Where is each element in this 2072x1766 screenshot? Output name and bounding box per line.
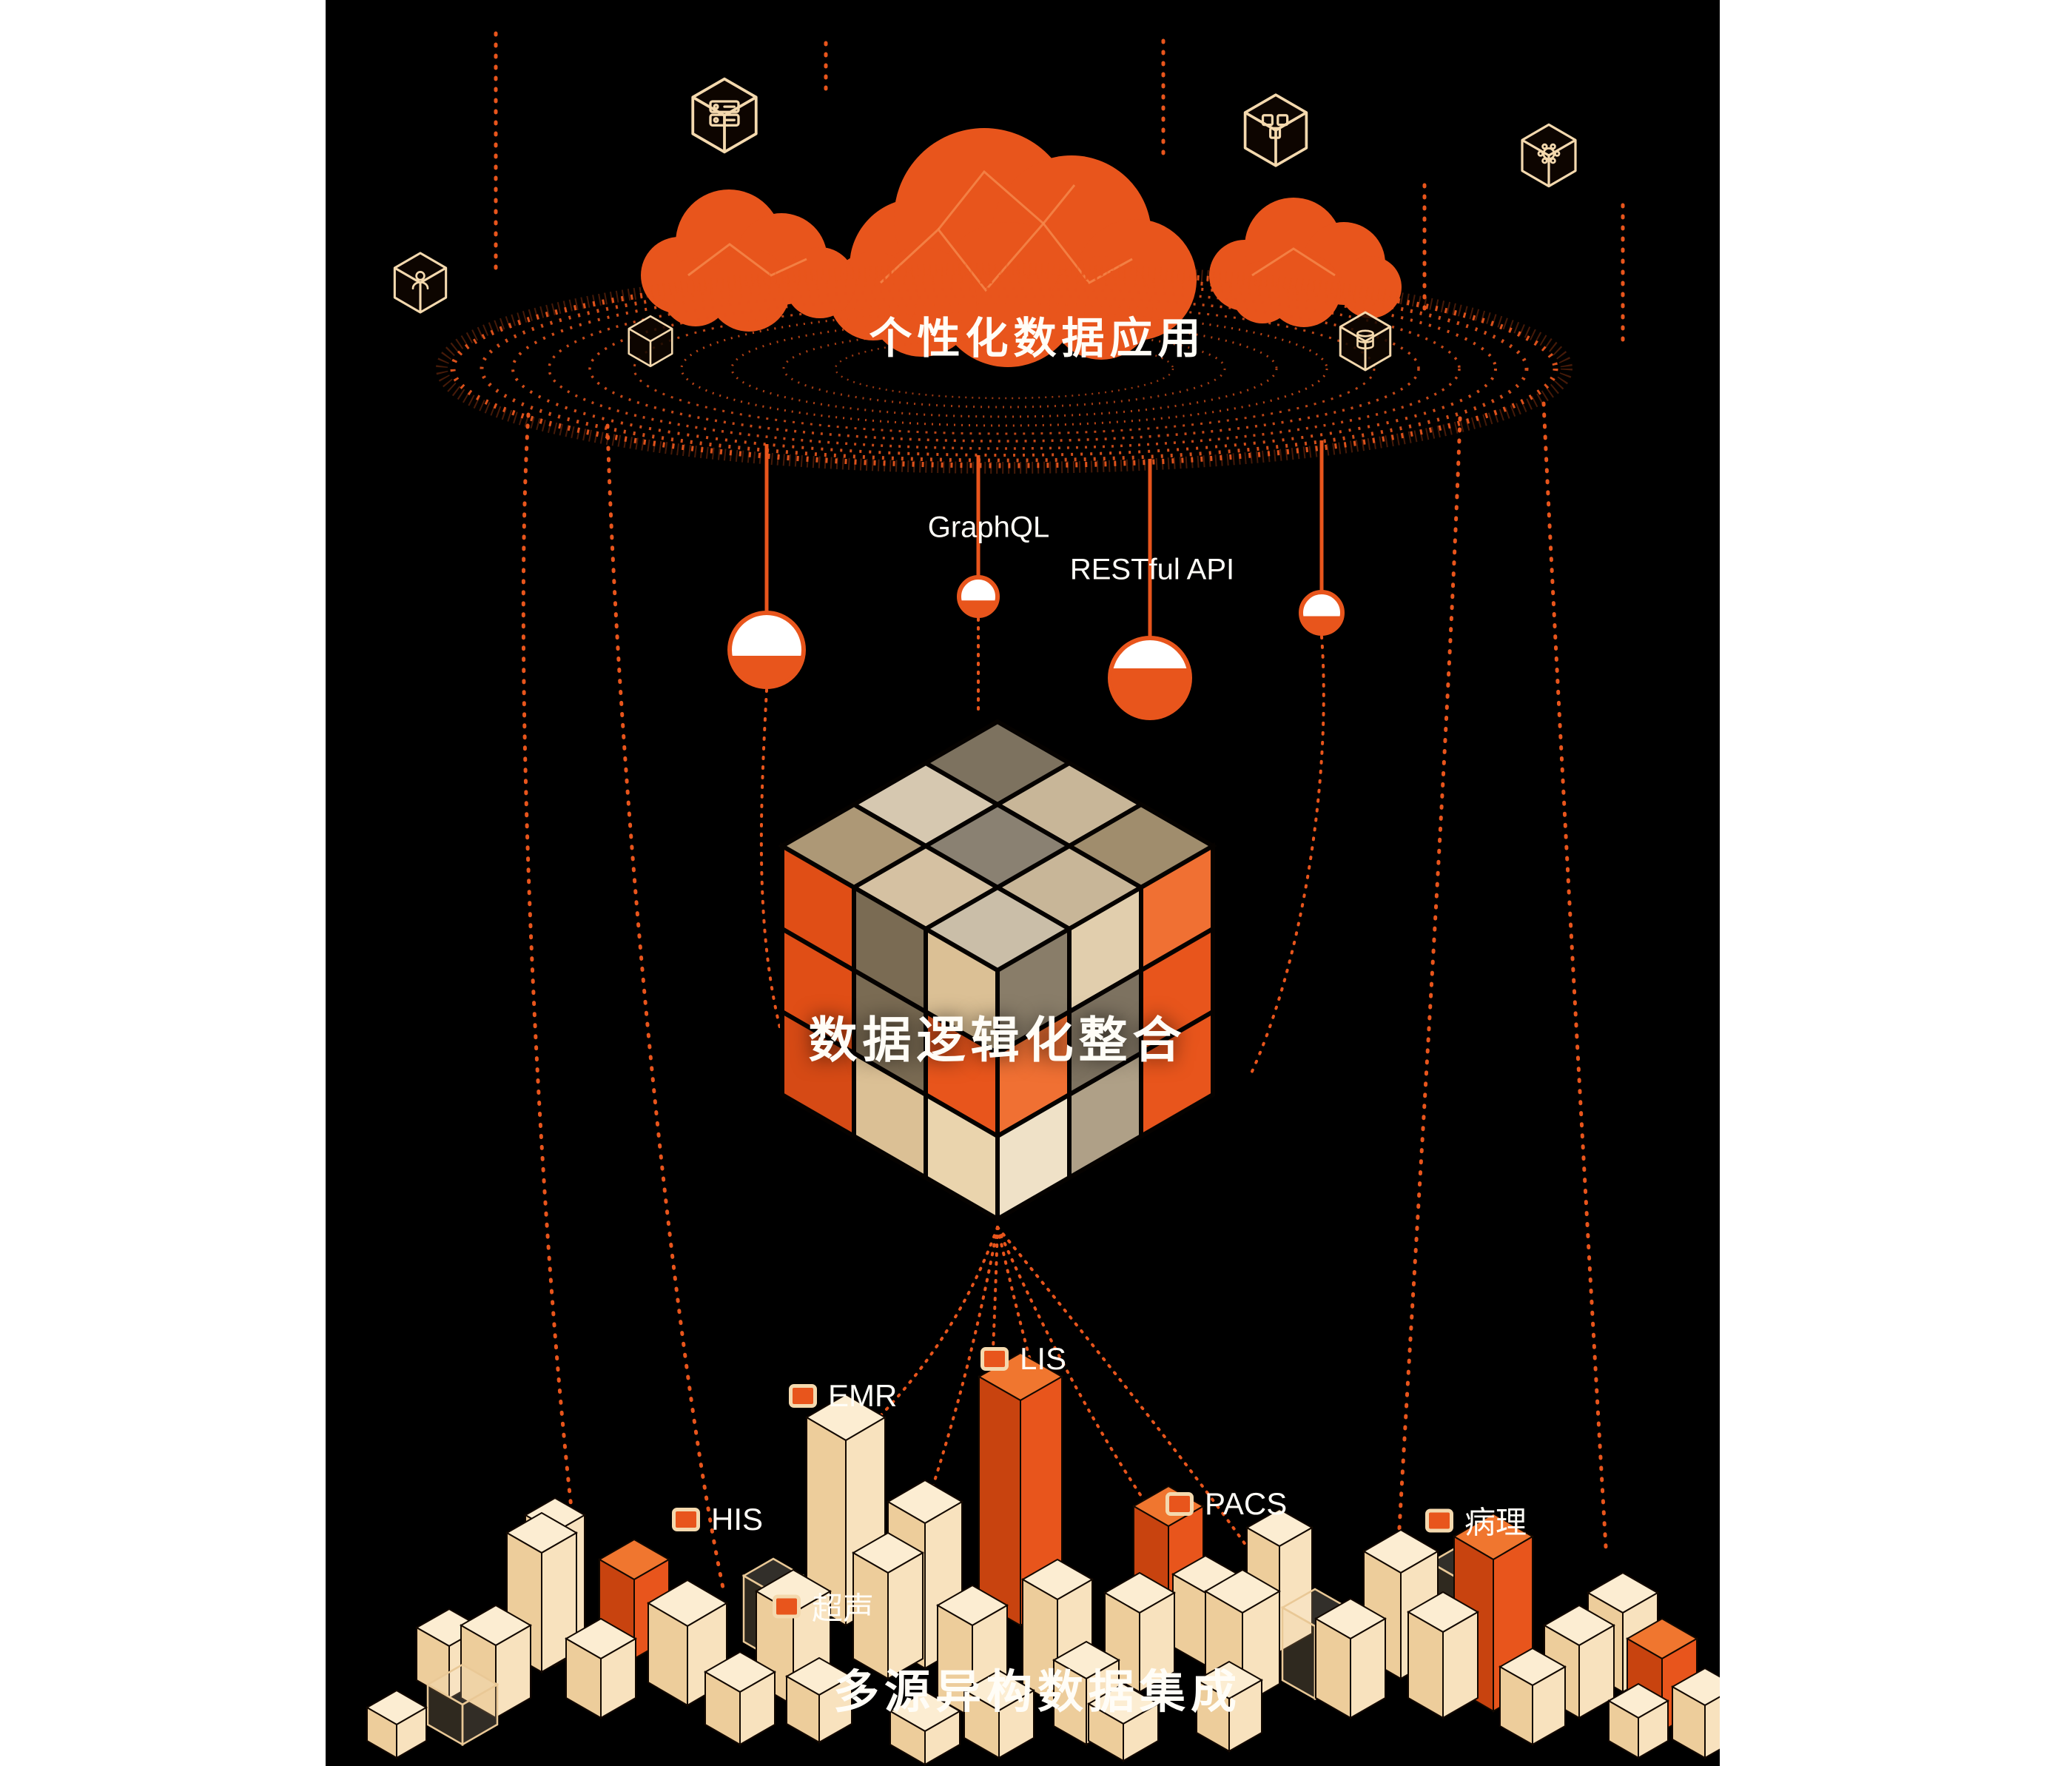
orbit-rings <box>436 263 1572 474</box>
source-chip-icon <box>789 1384 817 1408</box>
database-cube-icon <box>1339 311 1392 372</box>
restful-api-label: RESTful API <box>1069 553 1235 586</box>
source-label-text: HIS <box>711 1502 764 1537</box>
server-cube-icon <box>691 77 758 154</box>
side-dotted-curves <box>521 401 1608 1594</box>
source-chip-icon <box>980 1347 1009 1371</box>
source-chip-icon <box>672 1508 700 1531</box>
source-chip-icon <box>1425 1508 1453 1532</box>
gear-cube-icon <box>1521 123 1577 188</box>
application-layer-title: 个性化数据应用 <box>869 315 1206 363</box>
graphql-label: GraphQL <box>927 511 1050 544</box>
source-label-text: 超声 <box>812 1591 875 1626</box>
source-chip-icon <box>1166 1492 1194 1516</box>
source-label-lis: LIS <box>980 1341 1066 1377</box>
diagram-scene <box>365 31 1720 1766</box>
cloud-layer <box>641 128 1402 367</box>
source-label-text: EMR <box>828 1378 898 1413</box>
integration-layer-title: 数据逻辑化整合 <box>808 1013 1187 1067</box>
api-pendants <box>727 440 1345 1079</box>
sources-layer-title: 多源异构数据集成 <box>832 1667 1242 1718</box>
cube-icon <box>628 315 673 368</box>
integration-cube <box>777 719 1218 1223</box>
top-dotted-lines <box>494 31 1625 350</box>
source-label-text: 病理 <box>1464 1505 1527 1540</box>
source-label-his: HIS <box>672 1502 763 1537</box>
source-chip-icon <box>773 1594 801 1618</box>
background-canvas <box>326 0 1720 1766</box>
source-label-text: PACS <box>1205 1486 1288 1521</box>
floating-icons <box>393 77 1577 372</box>
source-label-pathology: 病理 <box>1425 1498 1527 1543</box>
blocks-cube-icon <box>1243 93 1308 167</box>
source-label-text: LIS <box>1020 1341 1067 1376</box>
source-label-pacs: PACS <box>1166 1486 1287 1522</box>
user-cube-icon <box>393 252 448 314</box>
source-label-emr: EMR <box>789 1378 897 1414</box>
source-bar-city <box>365 1352 1720 1766</box>
source-label-ultrasound: 超声 <box>773 1584 874 1629</box>
